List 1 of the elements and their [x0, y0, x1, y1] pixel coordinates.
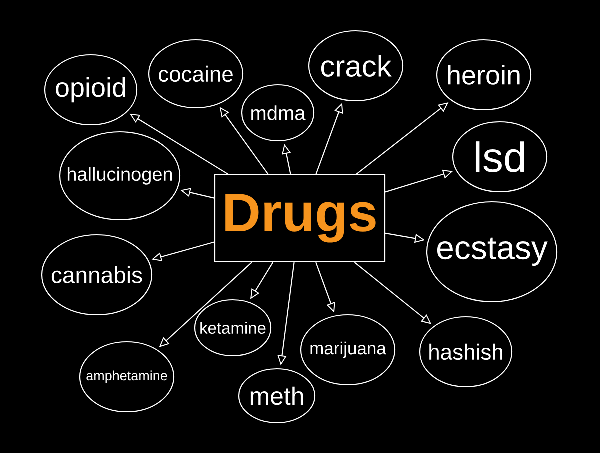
topic-box: Drugs	[214, 174, 386, 263]
